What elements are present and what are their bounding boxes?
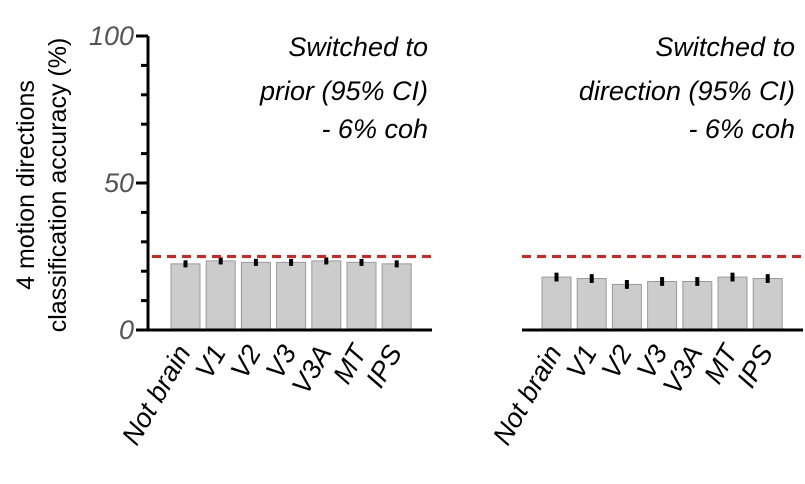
bar xyxy=(170,263,201,331)
category-label: V1 xyxy=(560,340,602,384)
y-axis: 0 50 100 xyxy=(89,21,150,345)
y-tick-label: 100 xyxy=(89,21,134,51)
category-label: V2 xyxy=(225,340,267,384)
bar xyxy=(576,278,607,331)
y-axis-title-line-1: 4 motion directions xyxy=(12,80,40,290)
bar xyxy=(346,261,377,331)
bar xyxy=(381,263,412,331)
panel-title-line: direction (95% CI) xyxy=(579,76,795,106)
panel-title-line: Switched to xyxy=(655,32,795,62)
panel-title-line: - 6% coh xyxy=(321,114,428,144)
category-label: V1 xyxy=(189,340,231,384)
bar xyxy=(276,261,307,331)
category-label: IPS xyxy=(731,340,779,393)
y-tick-label: 50 xyxy=(104,168,134,198)
y-axis-title-line-2: classification accuracy (%) xyxy=(44,38,72,333)
bar xyxy=(611,283,642,331)
y-tick-label: 0 xyxy=(119,315,134,345)
bar xyxy=(717,276,748,331)
y-axis-title: 4 motion directions classification accur… xyxy=(12,38,72,333)
bar xyxy=(682,280,713,331)
bar xyxy=(240,261,271,331)
category-label: IPS xyxy=(360,340,408,393)
panel-title-line: - 6% coh xyxy=(688,114,795,144)
panel-title-line: prior (95% CI) xyxy=(259,76,428,106)
bar xyxy=(752,278,783,331)
bar xyxy=(311,260,342,331)
category-label: V2 xyxy=(596,340,638,384)
category-label: Not brain xyxy=(116,340,197,450)
bar xyxy=(541,276,572,331)
panel-title-line: Switched to xyxy=(288,32,428,62)
bar xyxy=(205,260,236,331)
category-label: Not brain xyxy=(487,340,568,450)
bar xyxy=(647,280,678,331)
